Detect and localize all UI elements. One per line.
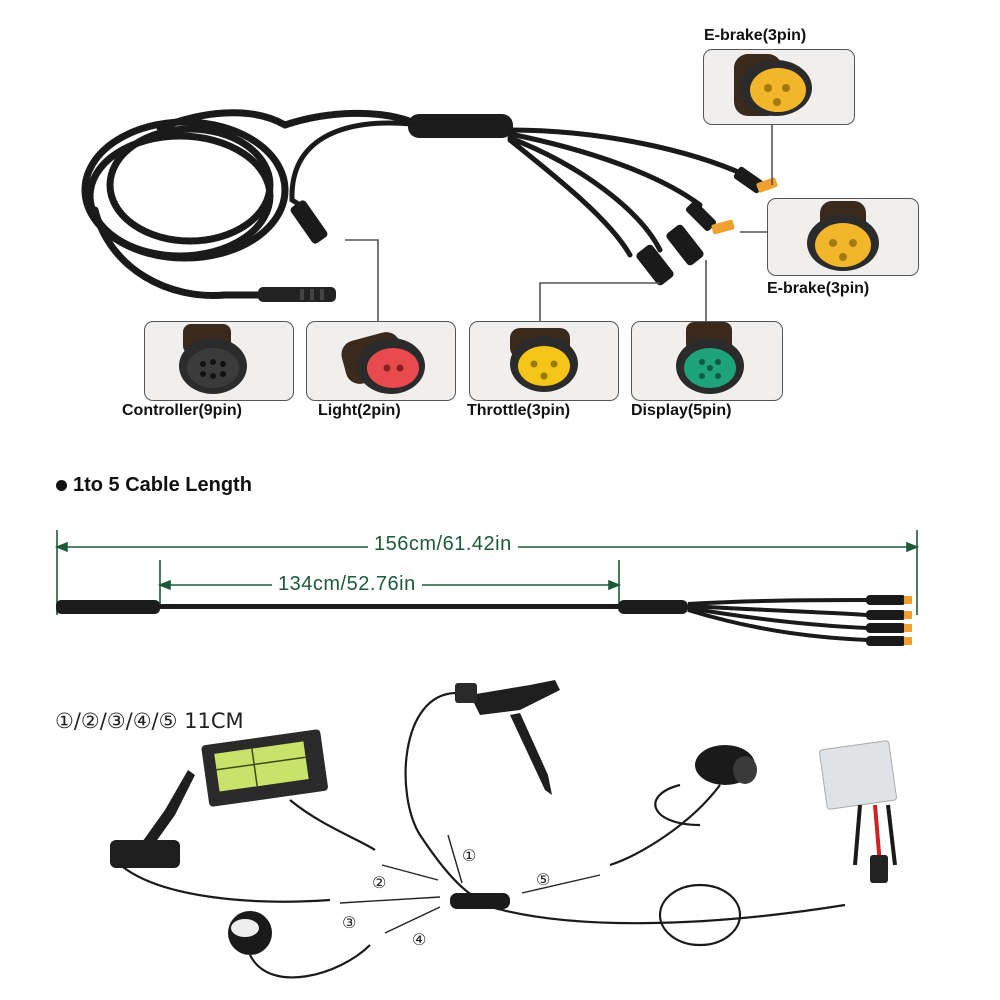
lcd-display [201,729,328,807]
wiring-illustration: ① ② ③ ④ ⑤ [110,680,897,979]
cable-length-heading: 1to 5 Cable Length [56,474,252,497]
brake-lever-left [110,770,195,868]
ebrake-label-top: E-brake(3pin) [704,27,807,44]
throttle-connector-photo [469,321,619,401]
splitter-body-small [450,893,510,909]
marker-1: ① [462,846,476,865]
bullet-icon [56,480,67,492]
ebrake-connector-photo-top [703,49,855,125]
headlight [695,745,757,785]
controller-connector-photo [144,321,294,401]
display-label: Display(5pin) [631,402,732,419]
thumb-throttle [228,911,272,955]
marker-3: ③ [342,913,356,932]
ebrake-connector-photo-right [767,198,919,276]
display-connector-photo [631,321,783,401]
ebrake-connector-face [750,68,806,112]
ebrake-label-right: E-brake(3pin) [767,280,870,297]
controller-label: Controller(9pin) [122,402,242,419]
light-connector-photo [306,321,456,401]
branch-length-note: ①/②/③/④/⑤ 11CM [55,709,244,733]
marker-4: ④ [412,930,426,949]
marker-5: ⑤ [536,870,550,889]
throttle-label: Throttle(3pin) [467,402,571,419]
light-label: Light(2pin) [318,402,401,419]
controller-plug [258,287,336,302]
motor-controller [819,740,897,883]
splitter-body [408,114,513,138]
marker-2: ② [372,873,386,892]
total-length-label: 156cm/61.42in [368,533,518,556]
main-length-label: 134cm/52.76in [272,573,422,596]
brake-lever-right [455,680,560,795]
cable-harness-illustration [81,109,778,323]
cable-length-heading-text: 1to 5 Cable Length [73,474,252,496]
